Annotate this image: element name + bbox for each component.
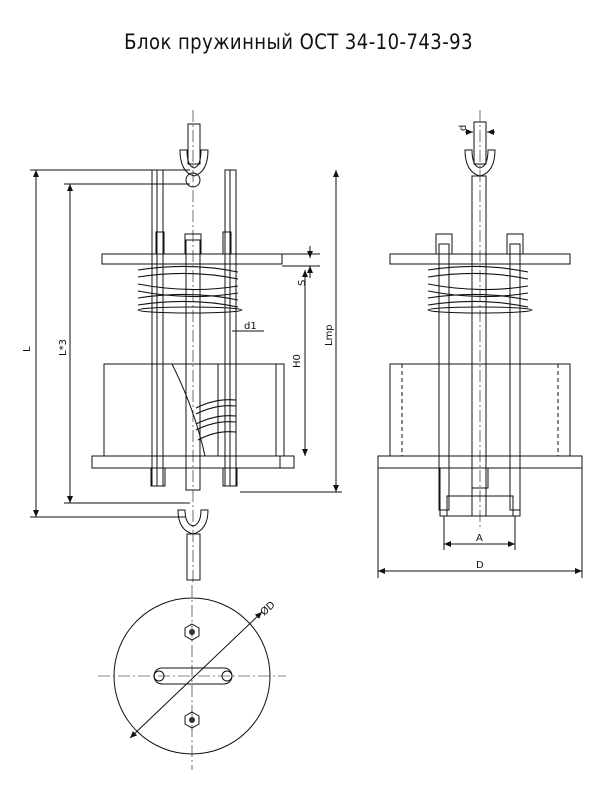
dim-D: D bbox=[476, 560, 484, 571]
dim-L3: L*3 bbox=[58, 339, 69, 356]
dim-d1: d1 bbox=[244, 321, 257, 332]
dim-A: A bbox=[476, 533, 483, 544]
front-view: L L*3 S H0 Lmp d1 bbox=[22, 110, 342, 585]
top-view: ØD bbox=[98, 585, 286, 770]
spring bbox=[137, 265, 239, 308]
dim-d: d bbox=[458, 125, 469, 131]
dim-OD: ØD bbox=[258, 599, 278, 619]
drawing-title: Блок пружинный ОСТ 34-10-743-93 bbox=[124, 30, 474, 54]
dim-Lmp: Lmp bbox=[324, 324, 335, 346]
side-view: d A D bbox=[377, 110, 583, 578]
inner-spring bbox=[195, 399, 237, 441]
dim-L: L bbox=[22, 346, 33, 352]
dim-H0: H0 bbox=[292, 354, 303, 368]
side-spring bbox=[427, 265, 529, 308]
dim-S: S bbox=[297, 280, 308, 286]
